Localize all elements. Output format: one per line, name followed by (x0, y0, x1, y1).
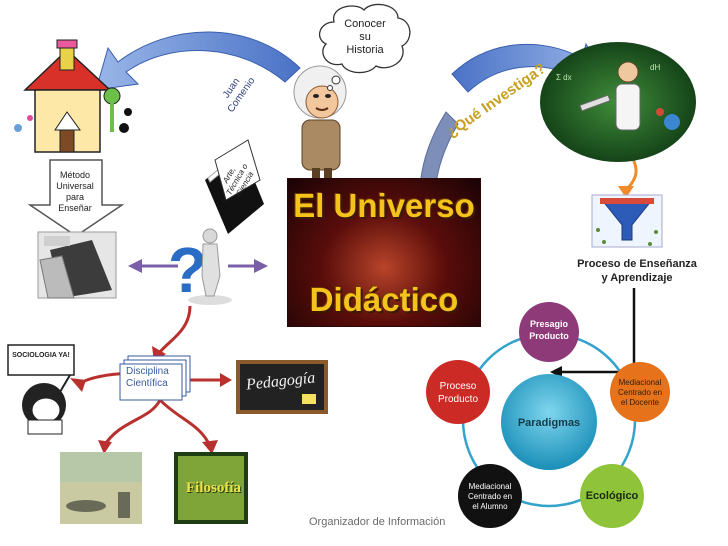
presagio-line-2: Producto (529, 331, 569, 341)
photo-filosofia (174, 452, 248, 524)
sign-text: SOCIOLOGIA YA! (12, 352, 70, 359)
proceso-producto-label: Proceso Producto (426, 380, 490, 406)
question-figure: ? (168, 228, 232, 306)
ecologico-label: Ecológico (580, 490, 644, 502)
mediacional-alumno-line-2: Centrado en (467, 492, 513, 501)
photo-therapy (60, 452, 142, 524)
title-box: El Universo Didáctico (287, 178, 481, 327)
title-line-1: El Universo (293, 187, 475, 224)
mediacional-docente-line-3: el Docente (620, 398, 660, 407)
svg-text:Σ dx: Σ dx (556, 73, 572, 82)
proceso-producto-line-2: Producto (437, 394, 479, 405)
cycle-diagram (426, 302, 670, 528)
metodo-line-3: para (65, 192, 84, 202)
paradigmas-node (501, 374, 597, 470)
node-proceso-producto (426, 360, 490, 424)
mediacional-alumno-line-1: Mediacional (468, 482, 512, 491)
node-mediacional-docente (610, 362, 670, 422)
chalkboard-image (236, 360, 328, 414)
sociology-cartoon (7, 344, 75, 435)
mediacional-docente-label: Mediacional Centrado en el Docente (612, 378, 668, 408)
book-art (205, 139, 264, 234)
cloud-line-2: su (359, 31, 371, 43)
proceso-ensenanza-line-2: y Aprendizaje (601, 272, 673, 284)
scientist-image: Σ dx dH (540, 42, 696, 162)
disciplina-label: Disciplina Científica (126, 366, 169, 390)
cloud-line-3: Historia (346, 44, 384, 56)
metodo-line-2: Universal (56, 181, 94, 191)
proceso-producto-line-1: Proceso (439, 381, 477, 392)
svg-text:?: ? (168, 234, 207, 306)
mediacional-docente-line-1: Mediacional (618, 378, 662, 387)
footer-label: Organizador de Información (309, 516, 446, 528)
proceso-ensenanza-label: Proceso de Enseñanza y Aprendizaje (567, 257, 707, 285)
ecologico-line-1: Ecológico (585, 490, 639, 502)
node-ecologico (580, 464, 644, 528)
funnel-image (591, 194, 663, 248)
mediacional-alumno-label: Mediacional Centrado en el Alumno (460, 482, 520, 512)
node-presagio (519, 302, 579, 362)
presagio-label: Presagio Producto (519, 318, 579, 342)
filosofia-text: Filosofía (186, 480, 241, 496)
house-illustration (14, 39, 132, 153)
cloud-text: Conocer su Historia (330, 18, 400, 57)
arrow-to-comenio (95, 31, 301, 91)
cloud-line-1: Conocer (344, 18, 386, 30)
metodo-label: Método Universal para Enseñar (50, 170, 100, 214)
svg-text:dH: dH (650, 63, 660, 72)
presagio-line-1: Presagio (529, 319, 569, 329)
mediacional-alumno-line-3: el Alumno (472, 502, 508, 511)
disciplina-line-2: Científica (126, 378, 168, 389)
metodo-arrow (27, 159, 125, 237)
node-mediacional-alumno (458, 464, 522, 528)
metodo-line-1: Método (59, 170, 91, 180)
books-image (37, 231, 117, 299)
metodo-line-4: Enseñar (58, 203, 92, 213)
disciplina-line-1: Disciplina (126, 366, 169, 377)
paradigmas-label: Paradigmas (517, 417, 581, 429)
disciplina-cards (119, 355, 191, 401)
mediacional-docente-line-2: Centrado en (617, 388, 663, 397)
proceso-ensenanza-line-1: Proceso de Enseñanza (577, 258, 697, 270)
title-line-2: Didáctico (309, 281, 459, 318)
thought-cloud (318, 3, 411, 74)
